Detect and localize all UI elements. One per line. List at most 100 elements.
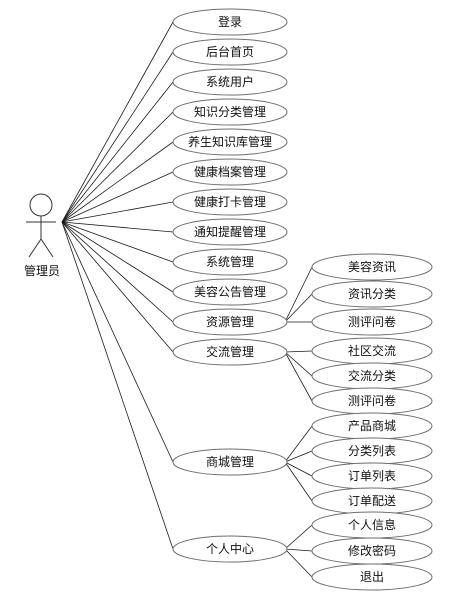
use-case-system-management[interactable]: 系统管理 xyxy=(172,248,288,276)
use-case-ellipse xyxy=(172,308,288,336)
association-personal_center xyxy=(61,221,174,550)
use-case-health-records[interactable]: 健康档案管理 xyxy=(172,158,288,186)
use-case-ellipse xyxy=(172,98,288,126)
association-system_management xyxy=(61,221,174,263)
association-resource_management xyxy=(61,221,174,323)
use-case-label: 产品商城 xyxy=(348,418,396,433)
use-case-label: 养生知识库管理 xyxy=(188,134,272,149)
use-case-change-password[interactable]: 修改密码 xyxy=(311,537,433,565)
use-case-label: 个人中心 xyxy=(206,541,254,556)
use-case-ellipse xyxy=(172,8,288,36)
use-case-ellipse xyxy=(172,158,288,186)
use-case-label: 通知提醒管理 xyxy=(194,224,266,239)
association-mall_management-product_mall xyxy=(284,425,313,463)
use-case-ellipse xyxy=(172,448,288,476)
use-case-personal-center[interactable]: 个人中心 xyxy=(172,535,288,563)
use-case-ellipse xyxy=(311,308,433,336)
use-case-label: 分类列表 xyxy=(348,444,396,458)
association-health_checkin xyxy=(61,201,174,223)
association-personal_center-change_password xyxy=(284,548,313,552)
actor-right-leg xyxy=(40,238,54,258)
association-system_users xyxy=(61,81,174,223)
use-case-label: 系统用户 xyxy=(206,74,254,89)
use-case-system-users[interactable]: 系统用户 xyxy=(172,68,288,96)
association-admin_home xyxy=(61,51,174,223)
use-case-ellipse xyxy=(172,68,288,96)
use-case-label: 订单列表 xyxy=(348,469,396,483)
association-beauty_announcement xyxy=(61,221,174,293)
use-case-beauty-announcement[interactable]: 美容公告管理 xyxy=(172,278,288,306)
actor-administrator: 管理员 xyxy=(24,193,60,278)
actor-head xyxy=(29,193,53,217)
association-exchange_management xyxy=(61,221,174,353)
association-resource_management-beauty_news xyxy=(284,266,313,323)
use-case-label: 后台首页 xyxy=(206,44,254,59)
use-case-community-exchange[interactable]: 社区交流 xyxy=(311,337,433,365)
use-case-admin-home[interactable]: 后台首页 xyxy=(172,38,288,66)
use-case-reminder-notice[interactable]: 通知提醒管理 xyxy=(172,218,288,246)
use-case-questionnaire-2[interactable]: 测评问卷 xyxy=(311,387,433,415)
association-exchange_management-questionnaire_2 xyxy=(284,351,313,402)
use-case-label: 交流管理 xyxy=(206,344,254,359)
use-case-ellipse xyxy=(172,218,288,246)
use-case-ellipse xyxy=(311,253,433,281)
use-case-exchange-management[interactable]: 交流管理 xyxy=(172,338,288,366)
use-case-ellipse xyxy=(311,563,433,591)
use-case-label: 订单配送 xyxy=(348,493,396,508)
use-case-label: 个人信息 xyxy=(348,517,396,532)
association-mall_management-order_delivery xyxy=(284,461,313,502)
association-health_records xyxy=(61,171,174,223)
use-case-knowledge-category[interactable]: 知识分类管理 xyxy=(172,98,288,126)
use-case-label: 社区交流 xyxy=(348,343,396,358)
use-case-label: 交流分类 xyxy=(348,368,396,383)
use-case-news-category[interactable]: 资讯分类 xyxy=(311,280,433,308)
association-personal_center-personal_info xyxy=(284,524,313,550)
use-case-label: 商城管理 xyxy=(206,454,254,469)
use-case-label: 修改密码 xyxy=(348,543,396,558)
use-case-resource-management[interactable]: 资源管理 xyxy=(172,308,288,336)
use-case-label: 退出 xyxy=(360,570,384,584)
use-case-login[interactable]: 登录 xyxy=(172,8,288,36)
use-case-exchange-category[interactable]: 交流分类 xyxy=(311,362,433,390)
use-case-health-knowledge-base[interactable]: 养生知识库管理 xyxy=(172,128,288,156)
use-case-label: 系统管理 xyxy=(206,254,254,269)
use-case-label: 资讯分类 xyxy=(348,287,396,301)
use-case-product-mall[interactable]: 产品商城 xyxy=(311,412,433,440)
use-case-label: 登录 xyxy=(218,14,242,29)
use-case-ellipse xyxy=(172,535,288,563)
use-cases: 登录后台首页系统用户知识分类管理养生知识库管理健康档案管理健康打卡管理通知提醒管… xyxy=(172,8,433,591)
association-health_knowledge_base xyxy=(61,141,174,223)
use-case-label: 测评问卷 xyxy=(348,393,396,408)
use-case-ellipse xyxy=(311,280,433,308)
use-case-health-checkin[interactable]: 健康打卡管理 xyxy=(172,188,288,216)
use-case-questionnaire-1[interactable]: 测评问卷 xyxy=(311,308,433,336)
use-case-label: 美容公告管理 xyxy=(194,284,266,299)
association-resource_management-news_category xyxy=(284,293,313,323)
use-case-label: 健康档案管理 xyxy=(194,164,266,179)
association-login xyxy=(61,21,174,223)
use-case-label: 测评问卷 xyxy=(348,314,396,329)
use-case-label: 健康打卡管理 xyxy=(194,194,266,209)
use-case-order-delivery[interactable]: 订单配送 xyxy=(311,487,433,515)
use-case-category-list[interactable]: 分类列表 xyxy=(311,437,433,465)
use-case-ellipse xyxy=(172,338,288,366)
association-lines xyxy=(61,21,313,578)
use-case-ellipse xyxy=(172,38,288,66)
use-case-logout[interactable]: 退出 xyxy=(311,563,433,591)
association-exchange_management-exchange_category xyxy=(284,351,313,377)
association-exchange_management-community_exchange xyxy=(284,350,313,353)
use-case-order-list[interactable]: 订单列表 xyxy=(311,462,433,490)
use-case-ellipse xyxy=(172,188,288,216)
use-case-label: 资源管理 xyxy=(206,314,254,329)
use-case-ellipse xyxy=(172,248,288,276)
association-mall_management xyxy=(61,221,174,463)
use-case-mall-management[interactable]: 商城管理 xyxy=(172,448,288,476)
use-case-personal-info[interactable]: 个人信息 xyxy=(311,511,433,539)
association-knowledge_category xyxy=(61,111,174,223)
use-case-ellipse xyxy=(172,278,288,306)
association-mall_management-order_list xyxy=(284,461,313,477)
association-reminder_notice xyxy=(61,221,174,233)
use-case-beauty-news[interactable]: 美容资讯 xyxy=(311,253,433,281)
use-case-label: 知识分类管理 xyxy=(194,104,266,119)
